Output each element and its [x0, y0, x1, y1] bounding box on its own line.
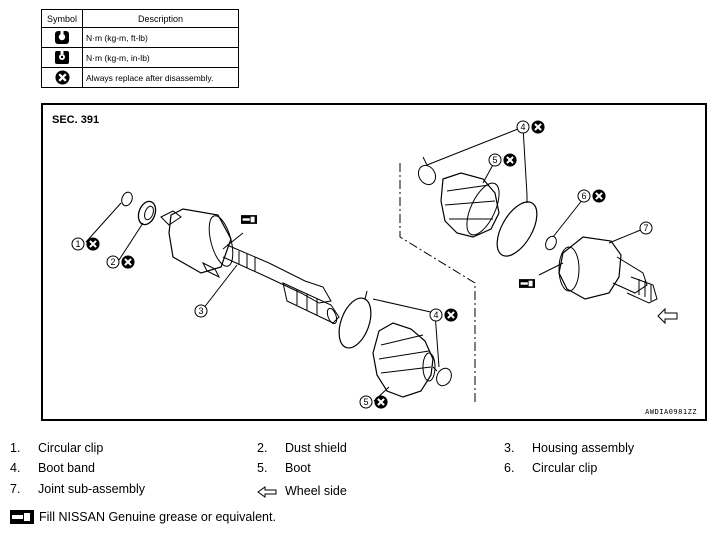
callout-7: 7	[639, 221, 653, 235]
callout-3: 3	[194, 304, 208, 318]
svg-text:7: 7	[643, 223, 648, 233]
svg-text:5: 5	[363, 397, 368, 407]
section-label: SEC. 391	[52, 114, 100, 126]
exploded-view-diagram: SEC. 391	[41, 103, 707, 421]
driveshaft-drawing: 1 2 3 4 4	[71, 120, 678, 409]
figure-code: AWDIA0981ZZ	[645, 408, 697, 416]
torque-wrench-icon	[55, 30, 69, 44]
legend-header-symbol: Symbol	[41, 9, 83, 28]
callout-5-upper: 5	[488, 153, 517, 167]
svg-text:2: 2	[110, 257, 115, 267]
always-replace-icon	[54, 70, 70, 85]
legend-description: Always replace after disassembly.	[82, 67, 239, 88]
torque-wrench-small-icon	[55, 50, 69, 64]
svg-text:6: 6	[581, 191, 586, 201]
svg-text:1: 1	[75, 239, 80, 249]
legend-description: N·m (kg-m, ft-lb)	[82, 27, 239, 48]
callout-5-lower: 5	[359, 395, 388, 409]
legend-header-description: Description	[82, 9, 239, 28]
legend-row: N·m (kg-m, in-lb)	[41, 47, 239, 68]
grease-gun-icon	[10, 510, 34, 524]
svg-text:3: 3	[198, 306, 203, 316]
wheel-side-arrow-icon	[257, 485, 277, 498]
svg-text:4: 4	[520, 122, 525, 132]
callout-4-lower: 4	[429, 308, 458, 322]
callout-2: 2	[106, 255, 135, 269]
legend-row: Always replace after disassembly.	[41, 67, 239, 88]
symbol-legend-table: Symbol Description N·m (kg-m, ft-lb) N·m…	[41, 9, 239, 88]
svg-text:4: 4	[433, 310, 438, 320]
callout-6: 6	[577, 189, 606, 203]
callout-1: 1	[71, 237, 100, 251]
legend-row: N·m (kg-m, ft-lb)	[41, 27, 239, 48]
legend-description: N·m (kg-m, in-lb)	[82, 47, 239, 68]
svg-text:5: 5	[492, 155, 497, 165]
callout-4-upper: 4	[516, 120, 545, 134]
